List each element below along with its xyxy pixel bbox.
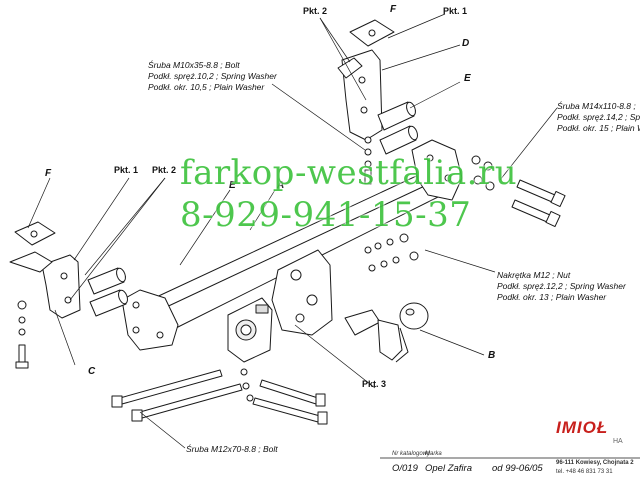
right-vertical-bolt <box>364 136 372 185</box>
callout-bolt-m10-line3: Podkł. okr. 10,5 ; Plain Washer <box>148 82 265 92</box>
right-mounting-plate <box>411 139 463 201</box>
label-pkt3: Pkt. 3 <box>362 379 387 389</box>
brand-label: Marka <box>425 451 442 457</box>
catalog-number-label: Nr katalogowy <box>392 451 431 457</box>
catalog-number-value: O/019 <box>392 463 418 474</box>
callout-nut-m12-line3: Podkł. okr. 13 ; Plain Washer <box>497 292 607 302</box>
tow-ball <box>344 302 429 363</box>
bolts-m12 <box>111 369 328 425</box>
label-c: C <box>88 366 96 377</box>
company-phone: tel. +48 46 831 73 31 <box>556 469 613 475</box>
company-address: 96-111 Kowiesy, Chojnata 2 <box>556 460 634 466</box>
left-mounting-plate <box>121 289 179 351</box>
watermark-phone: 8-929-941-15-37 <box>180 195 472 235</box>
label-pkt2-left: Pkt. 2 <box>152 165 177 175</box>
label-b: B <box>488 350 496 361</box>
callout-nut-m12-line2: Podkł. spręż.12,2 ; Spring Washer <box>497 281 626 291</box>
label-f-left: F <box>45 168 52 179</box>
center-bracket <box>227 249 333 363</box>
label-e-mid: E <box>229 180 236 191</box>
watermark-website: farkop-westfalia.ru <box>180 153 518 193</box>
leader-lines <box>27 13 558 449</box>
nut-washer-stack <box>240 233 419 402</box>
callout-bolt-m14-line2: Podkł. spręż.14,2 ; Sp <box>557 112 640 122</box>
label-a: A <box>277 180 285 191</box>
left-plate-f <box>14 221 56 246</box>
label-pkt2-top: Pkt. 2 <box>303 6 328 16</box>
left-vertical-bolt <box>15 300 29 369</box>
bolts-m14 <box>471 155 566 228</box>
right-spacer-tubes <box>377 101 418 155</box>
label-d: D <box>462 38 470 49</box>
label-e-top: E <box>464 73 471 84</box>
brand-value: Opel Zafira <box>425 463 472 474</box>
callout-bolt-m14-line1: Śruba M14x110-8.8 ; <box>557 101 636 111</box>
company-logo: IMIOŁ <box>556 418 609 437</box>
right-plate-f <box>349 19 395 47</box>
company-logo-suffix: HA <box>613 438 623 445</box>
right-side-bracket <box>337 49 383 141</box>
callout-bolt-m12: Śruba M12x70-8.8 ; Bolt <box>186 444 278 454</box>
callout-bolt-m10-line2: Podkł. spręż.10,2 ; Spring Washer <box>148 71 277 81</box>
production-years: od 99-06/05 <box>492 463 543 474</box>
callout-bolt-m10-line1: Śruba M10x35-8.8 ; Bolt <box>148 60 240 70</box>
left-spacer-tubes <box>87 267 128 317</box>
left-side-bracket <box>9 251 81 319</box>
label-pkt1-left: Pkt. 1 <box>114 165 139 175</box>
callout-nut-m12-line1: Nakrętka M12 ; Nut <box>497 270 571 280</box>
label-pkt1-top: Pkt. 1 <box>443 6 468 16</box>
label-f-top: F <box>390 4 397 15</box>
callout-bolt-m14-line3: Podkł. okr. 15 ; Plain W <box>557 123 640 133</box>
